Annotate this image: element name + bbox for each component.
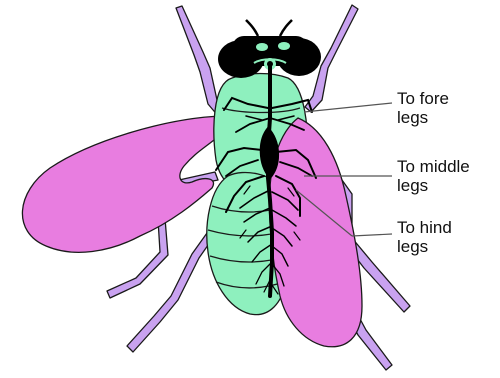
label-to-middle-legs: To middle legs xyxy=(397,157,470,195)
label-to-hind-legs-line2: legs xyxy=(397,237,452,256)
label-to-fore-legs-line2: legs xyxy=(397,108,449,127)
left-wing xyxy=(22,116,222,252)
label-to-middle-legs-line2: legs xyxy=(397,176,470,195)
left-antenna xyxy=(246,20,258,36)
label-to-middle-legs-line1: To middle xyxy=(397,157,470,176)
label-to-hind-legs-line1: To hind xyxy=(397,218,452,237)
label-to-fore-legs-line1: To fore xyxy=(397,89,449,108)
label-to-fore-legs: To fore legs xyxy=(397,89,449,127)
label-to-hind-legs: To hind legs xyxy=(397,218,452,256)
right-antenna xyxy=(280,20,292,36)
